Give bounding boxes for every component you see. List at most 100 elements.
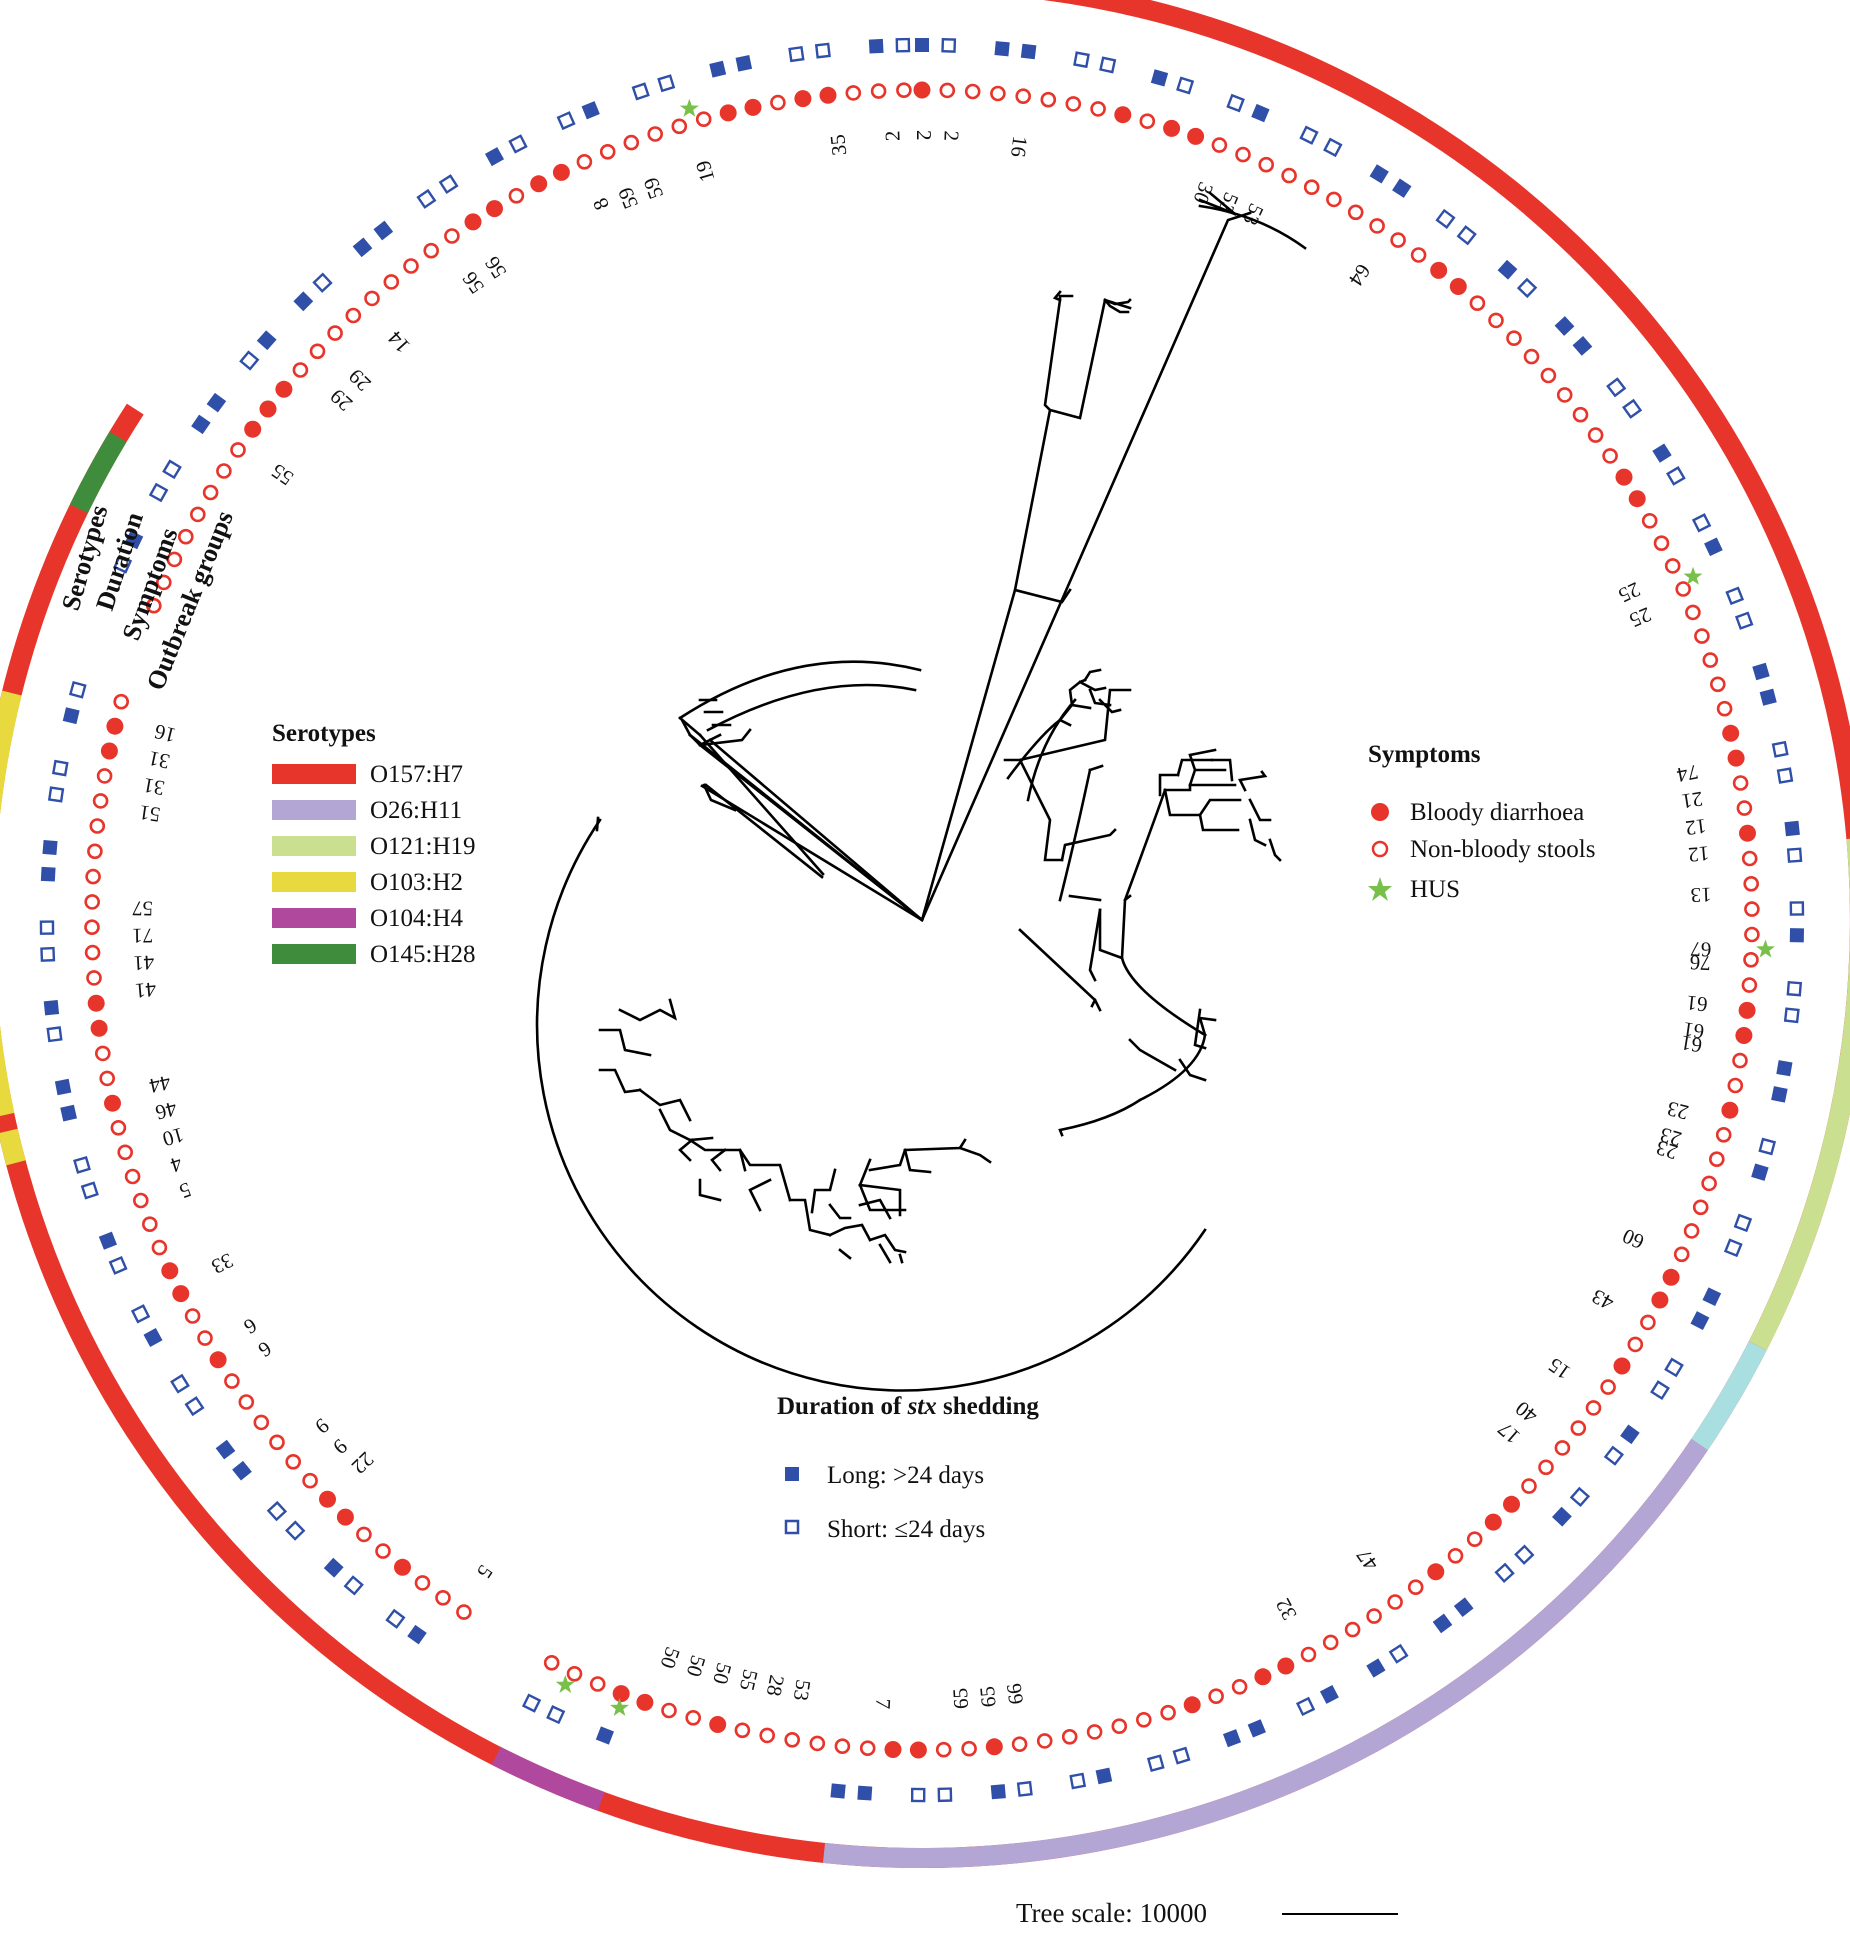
non-bloody-stools-dot: [576, 154, 593, 170]
outbreak-group-label: 61: [1682, 1017, 1706, 1044]
long-shedding-square: [1552, 1506, 1572, 1527]
short-shedding-square: [895, 37, 911, 53]
long-shedding-square: [1771, 1086, 1788, 1103]
non-bloody-stools-dot: [1587, 427, 1604, 443]
long-shedding-square: [830, 1783, 846, 1799]
short-shedding-square: [1776, 767, 1794, 784]
non-bloody-stools-dot: [151, 1239, 168, 1256]
short-shedding-square: [47, 786, 65, 803]
serotype-ring: [0, 0, 1850, 1869]
long-shedding-square: [54, 1078, 72, 1096]
non-bloody-stools-dot: [1322, 1634, 1339, 1651]
long-shedding-square: [735, 55, 753, 72]
long-shedding-square: [868, 38, 884, 54]
long-shedding-square: [857, 1785, 873, 1801]
bloody-diarrhoea-dot: [1722, 724, 1740, 742]
long-shedding-square: [62, 707, 80, 725]
outbreak-group-label: 66: [1002, 1682, 1028, 1706]
non-bloody-stools-dot: [1347, 204, 1364, 221]
short-shedding-square: [73, 1155, 91, 1174]
long-shedding-square: [191, 414, 211, 435]
bloody-diarrhoea-dot: [1738, 1001, 1756, 1019]
non-bloody-stools-dot: [671, 118, 688, 135]
bloody-diarrhoea-dot: [394, 1558, 411, 1576]
bloody-diarrhoea-dot: [1662, 1268, 1680, 1286]
bloody-diarrhoea-dot: [244, 420, 262, 438]
outbreak-group-label: 15: [1544, 1353, 1575, 1385]
short-shedding-square: [1783, 1007, 1800, 1024]
short-shedding-square: [657, 74, 676, 93]
outbreak-group-label: 2: [912, 130, 936, 141]
non-bloody-stools-dot: [1407, 1579, 1424, 1595]
long-shedding-square: [1392, 178, 1412, 198]
outbreak-group-label: 59: [638, 174, 668, 202]
symptoms-legend: Symptoms Bloody diarrhoea Non-bloody sto…: [1368, 741, 1595, 903]
non-bloody-stools-dot: [1685, 604, 1701, 621]
bloody-diarrhoea-dot: [1727, 749, 1745, 767]
outbreak-group-label: 67: [1690, 937, 1712, 962]
outbreak-group-label: 32: [1271, 1594, 1302, 1624]
bloody-diarrhoea-dot: [913, 81, 931, 99]
outbreak-group-label: 21: [1680, 787, 1704, 814]
legend-swatch-o157-h7: [272, 764, 356, 784]
long-shedding-square: [994, 41, 1010, 57]
outbreak-group-label: 9: [328, 1434, 352, 1459]
non-bloody-stools-dot: [1387, 1594, 1403, 1610]
bloody-diarrhoea-dot: [612, 1685, 630, 1703]
legend-label-serotype: O26:H11: [370, 797, 462, 824]
long-shedding-square: [1554, 316, 1575, 336]
bloody-diarrhoea-dot: [275, 380, 293, 398]
outbreak-group-label: 7: [871, 1698, 896, 1710]
outbreak-group-label: 59: [613, 184, 643, 212]
short-shedding-square: [1172, 1746, 1191, 1765]
non-bloody-stools-dot: [110, 1120, 127, 1136]
short-shedding-square: [1516, 277, 1538, 299]
short-shedding-square: [1456, 225, 1477, 246]
outbreak-group-label: 5: [472, 1561, 498, 1583]
tree-scale-label: Tree scale: 10000: [1016, 1898, 1207, 1928]
non-bloody-stools-dot: [95, 1045, 111, 1062]
bloody-diarrhoea-dot: [1613, 1357, 1631, 1375]
non-bloody-stools-dot: [1732, 775, 1749, 791]
duration-legend: Duration of stx shedding Long: >24 days …: [777, 1393, 1039, 1543]
short-shedding-square: [1734, 611, 1754, 630]
non-bloody-stools-dot: [423, 242, 440, 259]
short-shedding-square: [1388, 1643, 1409, 1664]
long-shedding-square: [484, 147, 505, 167]
non-bloody-stools-dot: [1653, 535, 1670, 552]
non-bloody-stools-dot: [961, 1740, 977, 1757]
short-shedding-square: [1146, 1754, 1165, 1773]
short-shedding-square: [1758, 1137, 1777, 1156]
short-shedding-square: [1069, 1772, 1087, 1790]
short-shedding-square: [148, 482, 169, 503]
non-bloody-stools-dot: [327, 325, 343, 341]
short-shedding-square: [1664, 1357, 1684, 1378]
long-shedding-square: [1150, 69, 1169, 87]
short-shedding-square: [130, 1304, 151, 1324]
outbreak-group-label: 61: [1685, 991, 1708, 1017]
outbreak-group-label: 65: [975, 1685, 1001, 1708]
bloody-diarrhoea-dot: [1503, 1495, 1520, 1513]
short-shedding-square: [1569, 1486, 1591, 1508]
bloody-diarrhoea-dot: [464, 213, 482, 231]
legend-label-serotype: O157:H7: [370, 761, 463, 788]
short-shedding-square: [788, 45, 805, 63]
symptoms-ring: [84, 81, 1775, 1759]
short-shedding-square: [1323, 137, 1343, 158]
serotype-arc-o157-h7: [0, 0, 1850, 1869]
long-shedding-square: [323, 1557, 344, 1578]
long-shedding-square: [1690, 1311, 1710, 1331]
long-shedding-square: [143, 1328, 163, 1347]
non-bloody-stools-dot: [623, 134, 640, 151]
outbreak-group-label: 53: [789, 1678, 816, 1702]
outbreak-group-label: 28: [762, 1673, 790, 1698]
bloody-diarrhoea-dot: [552, 163, 570, 181]
short-shedding-square: [1514, 1544, 1535, 1565]
non-bloody-stools-dot: [859, 1740, 876, 1756]
non-bloody-stools-dot: [269, 1434, 285, 1451]
non-bloody-stools-dot: [566, 1666, 583, 1682]
short-shedding-square: [162, 459, 182, 480]
non-bloody-stools-dot: [375, 1543, 391, 1559]
outbreak-group-label: 14: [383, 326, 415, 358]
non-bloody-stools-dot: [1136, 1712, 1152, 1728]
